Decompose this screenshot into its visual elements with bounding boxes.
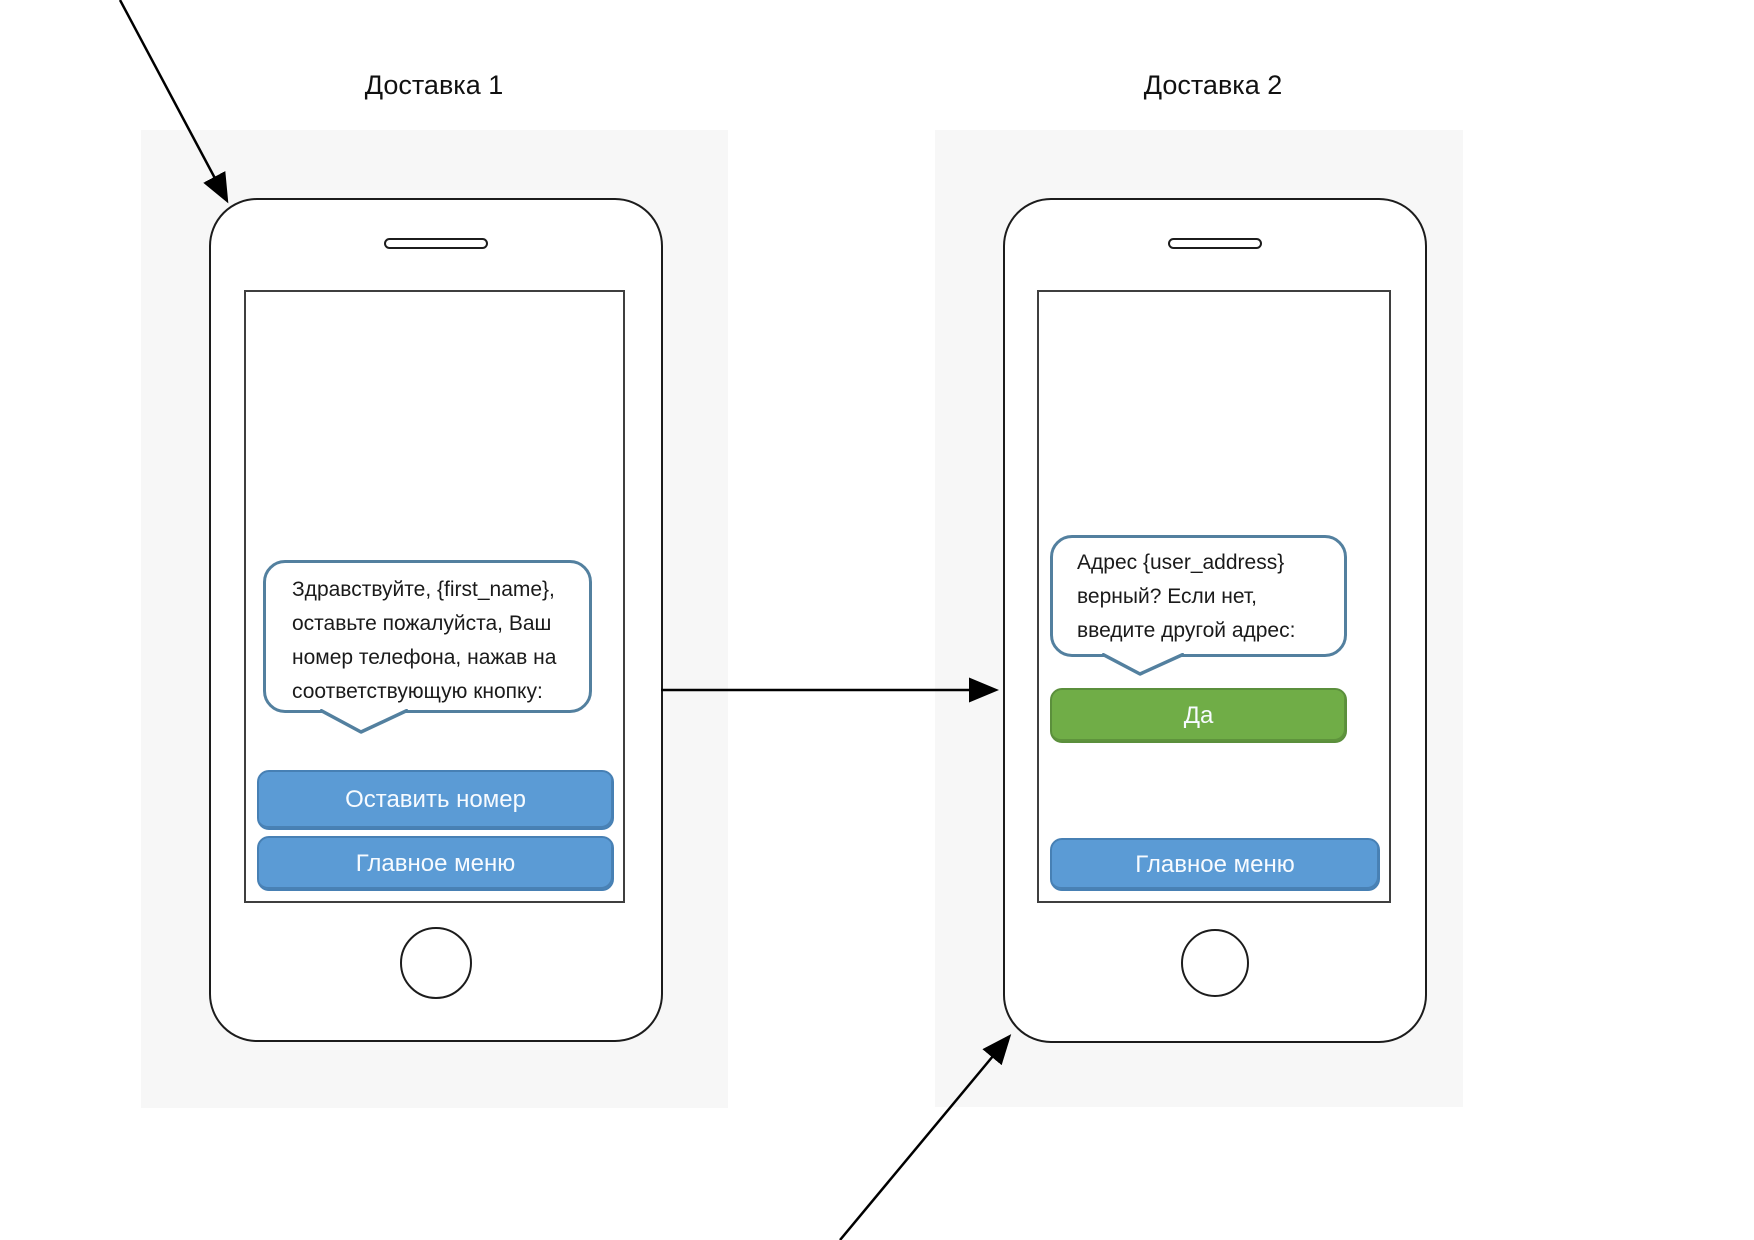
bubble-line: соответствующую кнопку:	[292, 680, 543, 703]
phone-2-screen: Адрес {user_address} верный? Если нет, в…	[1037, 290, 1391, 903]
phone-2-home-button[interactable]	[1181, 929, 1249, 997]
bubble-line: введите другой адрес:	[1077, 619, 1296, 642]
yes-button-label: Да	[1183, 701, 1214, 729]
bot-message-bubble-2: Адрес {user_address} верный? Если нет, в…	[1050, 535, 1347, 657]
bubble-line: Здравствуйте, {first_name},	[292, 578, 555, 601]
bubble-tail-icon	[319, 709, 409, 734]
bubble-line: верный? Если нет,	[1077, 585, 1258, 608]
main-menu-button-phone-1[interactable]: Главное меню	[257, 836, 614, 891]
main-menu-button-phone-2[interactable]: Главное меню	[1050, 838, 1380, 891]
yes-button[interactable]: Да	[1050, 688, 1347, 743]
leave-number-button-label: Оставить номер	[345, 786, 526, 813]
phone-2-title: Доставка 2	[1143, 70, 1283, 100]
bubble-line: Адрес {user_address}	[1077, 551, 1285, 574]
bubble-tail-icon	[1101, 653, 1185, 676]
phone-1-home-button[interactable]	[400, 927, 472, 999]
bubble-line: оставьте пожалуйста, Ваш	[292, 612, 552, 635]
bubble-line: номер телефона, нажав на	[292, 646, 557, 669]
leave-number-button[interactable]: Оставить номер	[257, 770, 614, 830]
bot-message-bubble-1: Здравствуйте, {first_name}, оставьте пож…	[263, 560, 592, 713]
phone-1-screen: Здравствуйте, {first_name}, оставьте пож…	[244, 290, 625, 903]
phone-1-title: Доставка 1	[364, 70, 504, 100]
phone-1-frame: Здравствуйте, {first_name}, оставьте пож…	[209, 198, 663, 1042]
main-menu-button-label: Главное меню	[355, 849, 516, 877]
phone-2-speaker-slot-icon	[1168, 238, 1262, 249]
main-menu-button-label: Главное меню	[1135, 850, 1295, 878]
phone-1-speaker-slot-icon	[384, 238, 488, 249]
phone-2-frame: Адрес {user_address} верный? Если нет, в…	[1003, 198, 1427, 1043]
